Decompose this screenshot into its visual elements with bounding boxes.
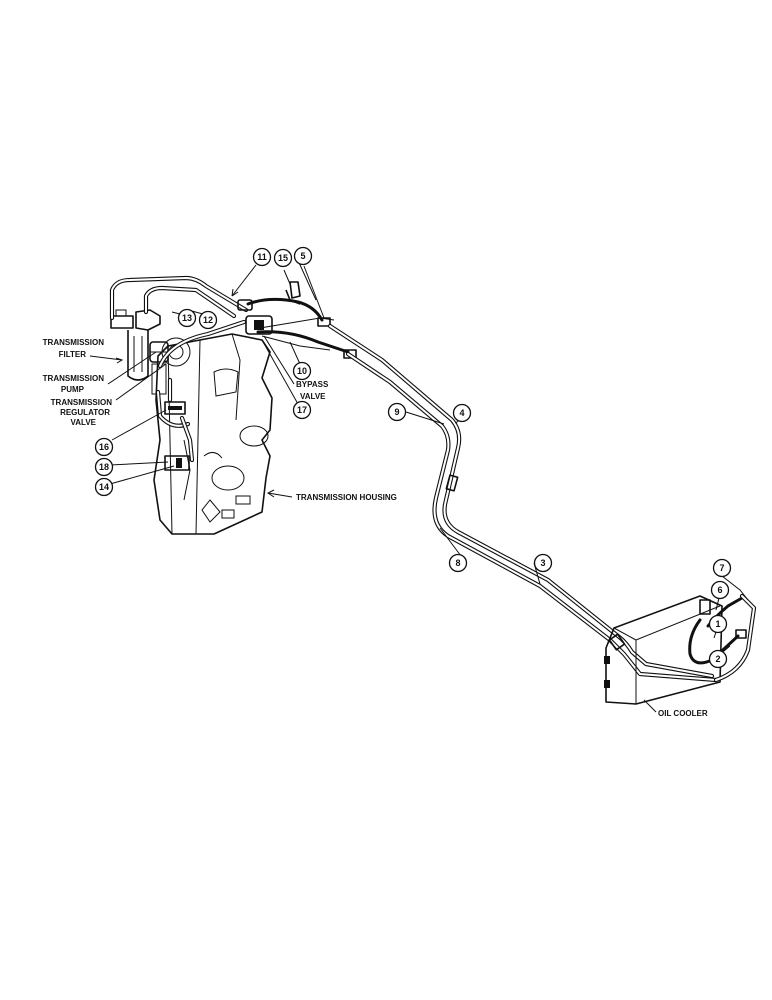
label-line: TRANSMISSION	[43, 338, 105, 347]
callout-10: 10	[292, 361, 312, 381]
svg-text:16: 16	[99, 442, 109, 452]
label-line: TRANSMISSION	[43, 374, 105, 383]
svg-text:14: 14	[99, 482, 109, 492]
callout-13: 13	[177, 308, 197, 328]
hoses	[237, 281, 357, 359]
svg-text:10: 10	[297, 366, 307, 376]
transmission-regulator-valve	[164, 401, 190, 471]
callout-15: 15	[273, 248, 293, 268]
svg-text:7: 7	[719, 563, 724, 573]
callout-18: 18	[94, 457, 114, 477]
callout-8: 8	[448, 553, 468, 573]
callout-3: 3	[533, 553, 553, 573]
callout-2: 2	[708, 649, 728, 669]
svg-text:3: 3	[540, 558, 545, 568]
oil-cooler-label: OIL COOLER	[643, 699, 708, 718]
label-line: VALVE	[71, 418, 97, 427]
svg-text:12: 12	[203, 315, 213, 325]
label-line: TRANSMISSION HOUSING	[296, 493, 397, 502]
svg-text:5: 5	[300, 251, 305, 261]
svg-text:4: 4	[459, 408, 464, 418]
svg-text:11: 11	[257, 252, 267, 262]
transmission-housing-label: TRANSMISSION HOUSING	[267, 489, 397, 502]
label-line: BYPASS	[296, 380, 329, 389]
callout-9: 9	[387, 402, 407, 422]
label-line: OIL COOLER	[658, 709, 708, 718]
svg-text:9: 9	[394, 407, 399, 417]
label-line: VALVE	[300, 392, 326, 401]
upper-pipes	[109, 275, 249, 463]
callout-7: 7	[712, 558, 732, 578]
oil-cooler	[604, 593, 757, 705]
transmission-housing	[153, 333, 273, 535]
transmission-regulator-valve-label: TRANSMISSION REGULATOR VALVE	[51, 363, 167, 427]
callout-12: 12	[198, 310, 218, 330]
svg-text:6: 6	[717, 585, 722, 595]
transmission-pump-label: TRANSMISSION PUMP	[43, 351, 157, 394]
callout-17: 17	[292, 400, 312, 420]
label-line: TRANSMISSION	[51, 398, 113, 407]
svg-text:1: 1	[715, 619, 720, 629]
svg-text:15: 15	[278, 253, 288, 263]
svg-text:17: 17	[297, 405, 307, 415]
svg-text:18: 18	[99, 462, 109, 472]
callout-1: 1	[708, 614, 728, 634]
callout-14: 14	[94, 477, 114, 497]
svg-text:8: 8	[455, 558, 460, 568]
label-line: FILTER	[59, 350, 87, 359]
transmission-filter-label: TRANSMISSION FILTER	[43, 338, 124, 364]
label-line: REGULATOR	[60, 408, 110, 417]
bypass-valve-label: BYPASS VALVE	[263, 335, 329, 401]
svg-text:2: 2	[715, 654, 720, 664]
callout-16: 16	[94, 437, 114, 457]
callout-5: 5	[293, 246, 313, 266]
callout-4: 4	[452, 403, 472, 423]
callout-leaders	[109, 255, 749, 657]
cooler-lines	[327, 323, 719, 683]
svg-text:13: 13	[182, 313, 192, 323]
transmission-filter	[110, 309, 161, 381]
callout-11: 11	[252, 247, 272, 267]
label-line: PUMP	[61, 385, 85, 394]
callout-6: 6	[710, 580, 730, 600]
